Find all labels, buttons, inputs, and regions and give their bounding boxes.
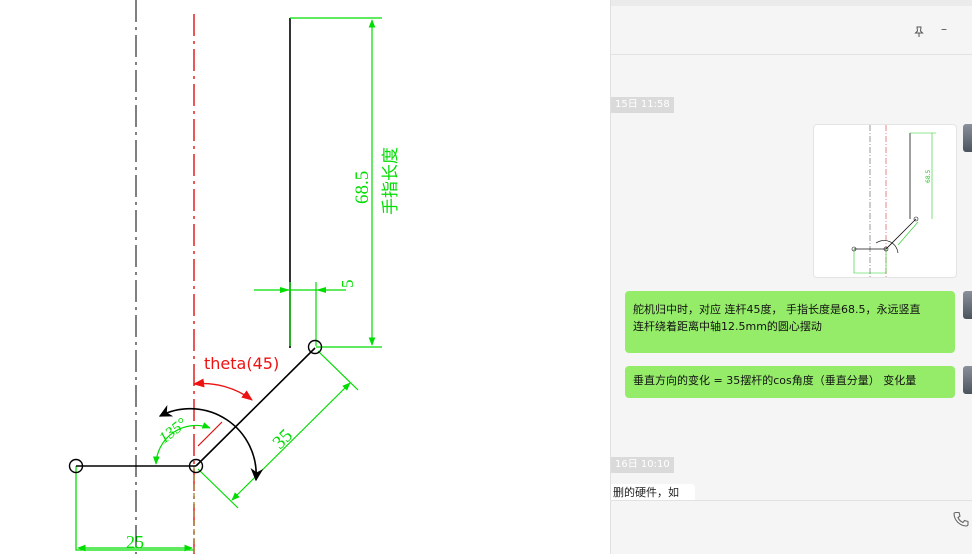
angle-135-value: 135° — [156, 415, 191, 447]
timestamp: 15日 11:58 — [611, 97, 674, 113]
link-ext-top — [317, 350, 359, 391]
minimize-button[interactable]: – — [941, 22, 947, 36]
timestamp: 16日 10:10 — [611, 457, 674, 473]
chat-header: – — [611, 6, 972, 55]
pivot-left — [68, 458, 84, 474]
message-line: 连杆绕着距离中轴12.5mm的圆心摆动 — [633, 320, 822, 333]
thumbnail-dim-label: 68.5 — [925, 169, 932, 183]
chat-top-strip — [611, 0, 972, 6]
link-length-value: 35 — [269, 425, 297, 453]
finger-length-label: 手指长度 — [381, 147, 401, 215]
theta-arc — [192, 378, 253, 401]
avatar[interactable] — [963, 124, 972, 152]
offset-arrow-right — [316, 287, 326, 293]
avatar[interactable] — [963, 366, 972, 394]
chat-window: – 15日 11:58 68.5 舵机归中时，对应 连杆45度， 手指长度是68… — [610, 0, 972, 554]
message-line: 舵机归中时，对应 连杆45度， 手指长度是68.5，永远竖直 — [633, 303, 921, 316]
pivot-finger — [307, 339, 323, 355]
pivot-center — [188, 458, 204, 474]
message-bubble[interactable]: 舵机归中时，对应 连杆45度， 手指长度是68.5，永远竖直 连杆绕着距离中轴1… — [625, 291, 955, 353]
message-bubble[interactable]: 垂直方向的变化 = 35摆杆的cos角度（垂直分量） 变化量 — [625, 366, 955, 398]
phone-icon[interactable] — [953, 511, 969, 531]
input-toolbar — [611, 500, 972, 554]
rotation-arrow — [158, 405, 264, 482]
message-line: 垂直方向的变化 = 35摆杆的cos角度（垂直分量） 变化量 — [633, 374, 917, 387]
offset-value: 5 — [338, 280, 357, 289]
link-ext-bottom — [197, 468, 239, 509]
image-message[interactable]: 68.5 — [813, 124, 957, 278]
avatar[interactable] — [963, 291, 972, 319]
finger-length-value: 68.5 — [352, 171, 373, 204]
cad-drawing: 68.5 手指长度 5 35 25 135° theta(45) — [68, 0, 401, 554]
base-width-value: 25 — [126, 532, 144, 552]
offset-arrow-left — [280, 287, 290, 293]
image-thumbnail: 68.5 — [851, 125, 936, 277]
incoming-message-bubble[interactable]: 删的硬件，如 — [611, 484, 695, 502]
theta-label: theta(45) — [204, 354, 279, 373]
pin-icon[interactable] — [913, 26, 925, 41]
